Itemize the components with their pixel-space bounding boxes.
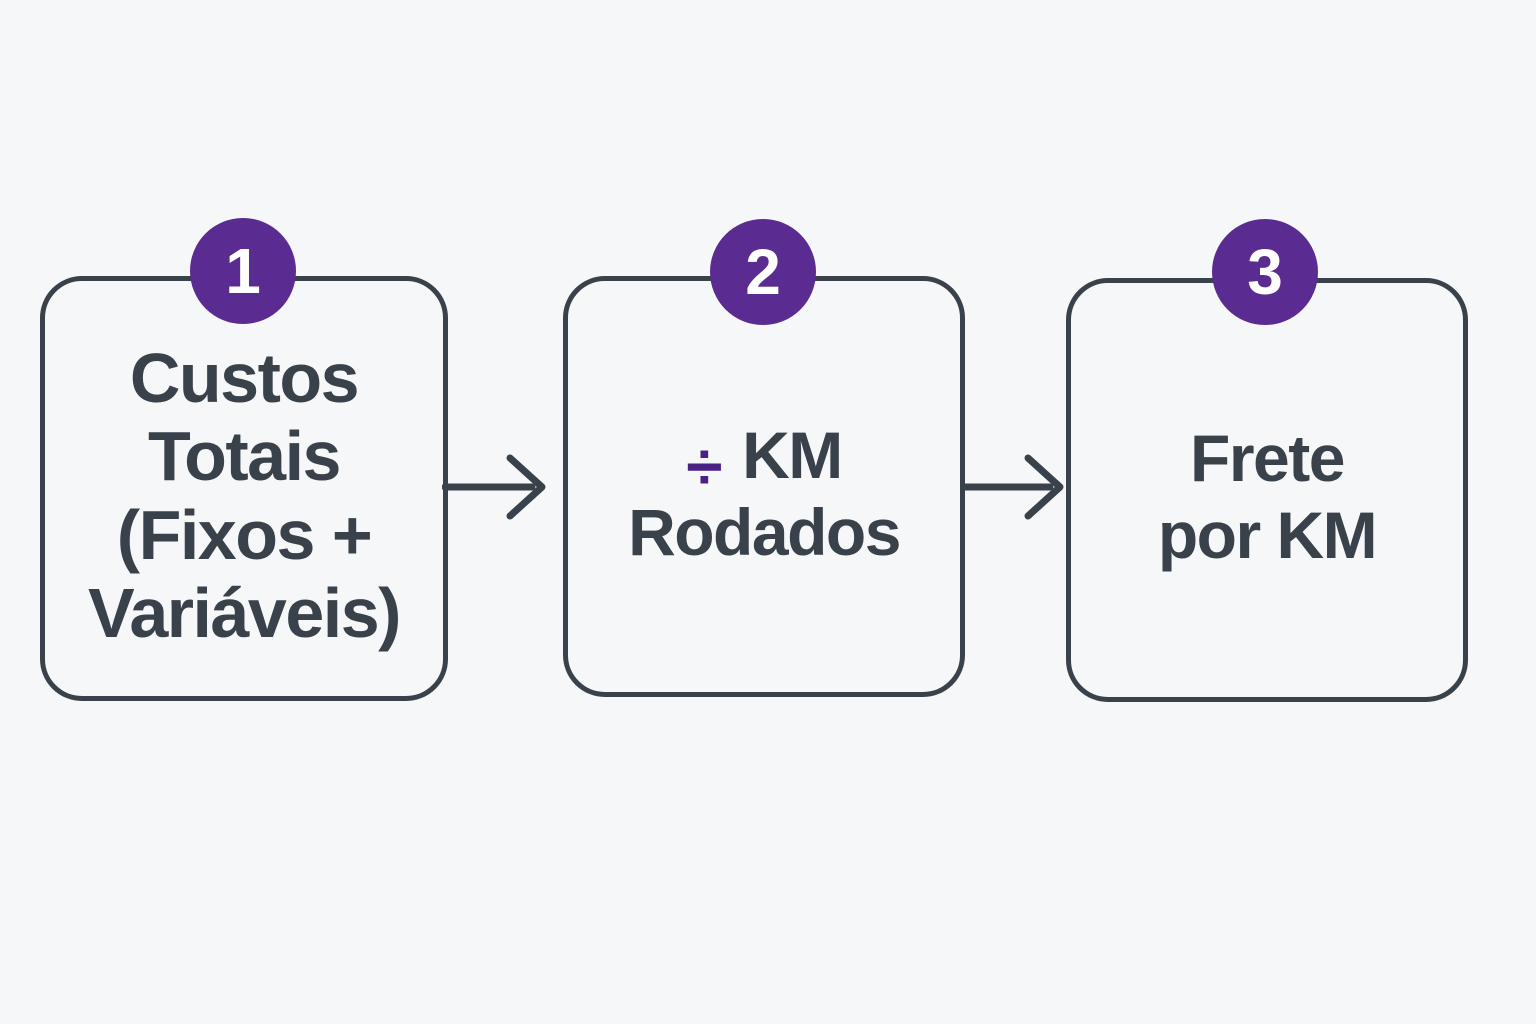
arrow-right-icon xyxy=(960,454,1064,520)
step-1-label-line-1: Custos xyxy=(129,338,360,417)
step-3-label-line-2: por KM xyxy=(1157,498,1378,572)
step-2-box: ÷ KM Rodados xyxy=(563,276,965,697)
step-2-number-badge: 2 xyxy=(710,219,816,325)
step-3-label: Frete por KM xyxy=(1157,420,1378,573)
step-1-label: Custos Totais (Fixos + Variáveis) xyxy=(88,338,401,653)
step-3-label-line-1: Frete xyxy=(1190,421,1345,496)
divide-icon: ÷ xyxy=(686,429,722,504)
step-3-box: Frete por KM xyxy=(1066,278,1468,702)
step-1-label-line-3: (Fixos + xyxy=(116,495,373,574)
step-2-label-line-1: ÷ KM xyxy=(628,417,900,503)
step-2-label: ÷ KM Rodados xyxy=(628,417,901,570)
step-1-label-line-2: Totais xyxy=(148,417,341,496)
step-1-box: Custos Totais (Fixos + Variáveis) xyxy=(40,276,448,701)
step-1-label-line-4: Variáveis) xyxy=(88,573,401,652)
arrow-right-icon xyxy=(442,454,546,520)
step-2-label-line-1-text: KM xyxy=(742,417,843,492)
step-1-number-badge: 1 xyxy=(190,218,296,324)
step-3-number-badge: 3 xyxy=(1212,219,1318,325)
step-2-label-line-2: Rodados xyxy=(628,494,901,569)
